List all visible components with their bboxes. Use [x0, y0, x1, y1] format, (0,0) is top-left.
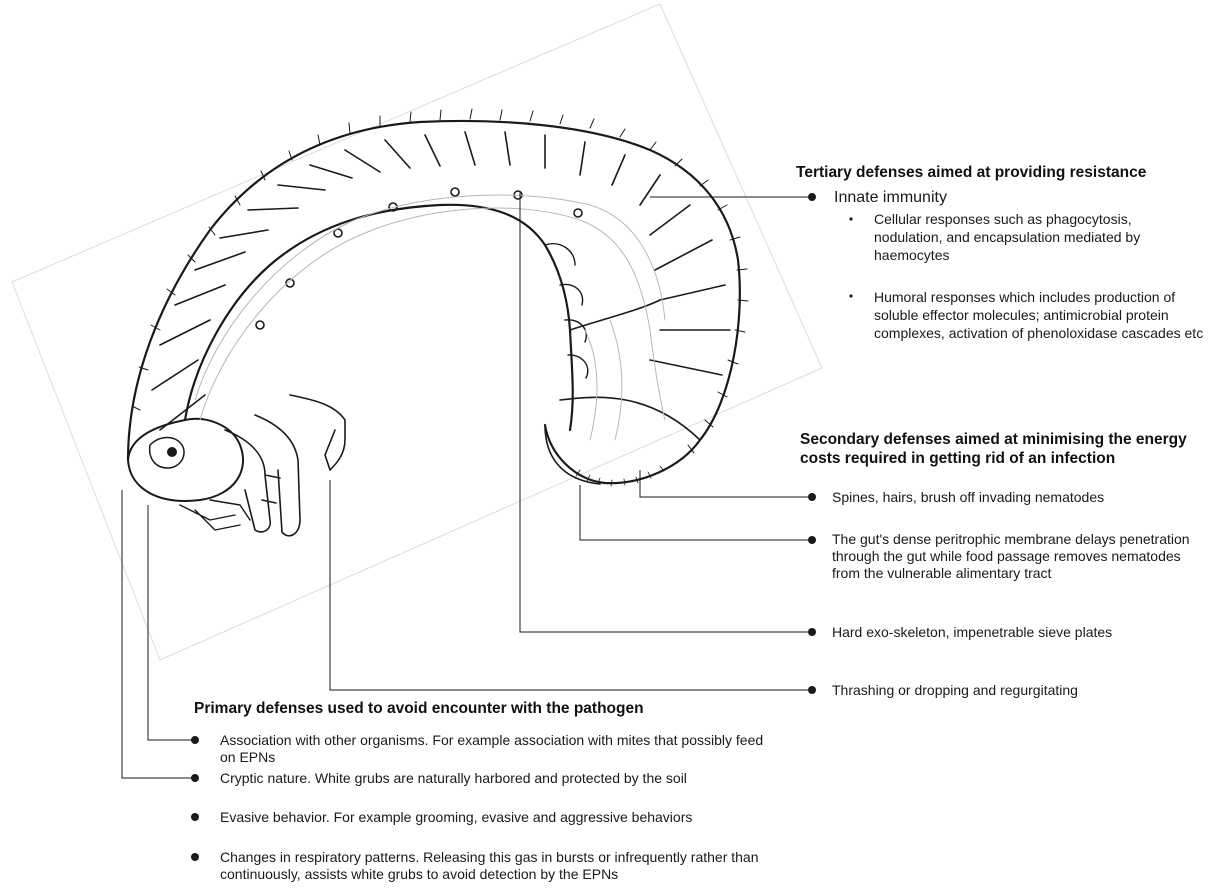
- tertiary-item: Innate immunity: [834, 188, 1134, 208]
- grub-larva-icon: [128, 109, 748, 536]
- primary-title: Primary defenses used to avoid encounter…: [194, 699, 754, 718]
- tertiary-sub-item: Humoral responses which includes product…: [874, 288, 1214, 342]
- secondary-item: Hard exo-skeleton, impenetrable sieve pl…: [832, 624, 1202, 641]
- primary-item: Evasive behavior. For example grooming, …: [220, 809, 800, 826]
- secondary-title: Secondary defenses aimed at minimising t…: [800, 430, 1205, 468]
- connector-lines: [122, 192, 812, 778]
- secondary-item: Thrashing or dropping and regurgitating: [832, 682, 1202, 699]
- tertiary-sub-item: Cellular responses such as phagocytosis,…: [874, 210, 1194, 264]
- background-frame: [12, 4, 822, 660]
- sub-bullet-dots: [849, 217, 852, 297]
- secondary-item: The gut's dense peritrophic membrane del…: [832, 531, 1202, 582]
- tertiary-title: Tertiary defenses aimed at providing res…: [796, 163, 1216, 182]
- primary-item: Cryptic nature. White grubs are naturall…: [220, 770, 800, 787]
- secondary-item: Spines, hairs, brush off invading nemato…: [832, 489, 1192, 506]
- primary-item: Association with other organisms. For ex…: [220, 732, 780, 766]
- primary-item: Changes in respiratory patterns. Releasi…: [220, 849, 810, 883]
